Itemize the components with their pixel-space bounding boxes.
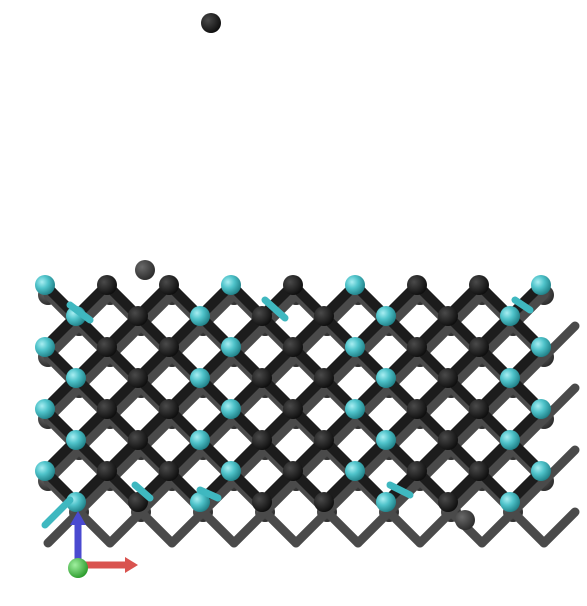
silicon-atom-icon <box>190 492 210 512</box>
silicon-atom-icon <box>190 306 210 326</box>
back-bond <box>136 507 177 548</box>
carbon-atom-icon <box>252 368 272 388</box>
carbon-atom-icon <box>314 306 334 326</box>
back-bond <box>74 507 115 548</box>
back-bond <box>291 507 332 548</box>
back-bond <box>539 507 580 548</box>
silicon-atom-icon <box>500 368 520 388</box>
silicon-atom-icon <box>221 399 241 419</box>
carbon-atom-icon <box>128 492 148 512</box>
back-bond <box>260 507 301 548</box>
silicon-atom-icon <box>35 461 55 481</box>
carbon-atom-icon <box>438 430 458 450</box>
silicon-atom-icon <box>345 337 365 357</box>
silicon-atom-icon <box>345 399 365 419</box>
carbon-atom-icon <box>314 368 334 388</box>
silicon-atom-icon <box>190 430 210 450</box>
carbon-atom-icon <box>159 461 179 481</box>
silicon-bond <box>196 486 222 502</box>
carbon-atom-icon <box>252 430 272 450</box>
back-bond <box>384 507 425 548</box>
carbon-atom-icon <box>407 399 427 419</box>
silicon-atom-icon <box>531 337 551 357</box>
silicon-atom-icon <box>190 368 210 388</box>
carbon-atom-icon <box>159 337 179 357</box>
silicon-atom-icon <box>500 492 520 512</box>
silicon-atom-icon <box>35 275 55 295</box>
carbon-atom-icon <box>407 337 427 357</box>
carbon-atom-icon <box>455 510 475 530</box>
crystal-atoms <box>35 260 551 530</box>
silicon-atom-icon <box>221 275 241 295</box>
silicon-atom-icon <box>345 461 365 481</box>
silicon-atom-icon <box>376 430 396 450</box>
carbon-atom-icon <box>438 492 458 512</box>
carbon-atom-icon <box>135 260 155 280</box>
back-bond <box>167 507 208 548</box>
silicon-atom-icon <box>500 430 520 450</box>
silicon-atom-icon <box>66 368 86 388</box>
carbon-atom-icon <box>97 337 117 357</box>
back-bond <box>322 507 363 548</box>
back-bond <box>105 507 146 548</box>
back-bond <box>353 507 394 548</box>
silicon-atom-icon <box>376 368 396 388</box>
carbon-atom-icon <box>159 399 179 419</box>
silicon-atom-icon <box>376 492 396 512</box>
back-bond <box>508 507 549 548</box>
carbon-atom-icon <box>252 306 272 326</box>
silicon-atom-icon <box>221 461 241 481</box>
silicon-bond <box>66 301 94 324</box>
carbon-atom-icon <box>97 461 117 481</box>
silicon-atom-icon <box>376 306 396 326</box>
carbon-atom-icon <box>283 275 303 295</box>
carbon-atom-icon <box>438 306 458 326</box>
silicon-bond <box>511 296 534 314</box>
silicon-atom-icon <box>221 337 241 357</box>
carbon-atom-icon <box>469 461 489 481</box>
silicon-bond <box>261 296 289 322</box>
carbon-atom-icon <box>314 430 334 450</box>
silicon-bond <box>386 481 414 499</box>
silicon-atom-icon <box>35 337 55 357</box>
silicon-atom-icon <box>35 399 55 419</box>
carbon-atom-icon <box>407 461 427 481</box>
carbon-atom-icon <box>469 275 489 295</box>
carbon-atom-icon <box>438 368 458 388</box>
carbon-atom-icon <box>97 399 117 419</box>
silicon-bond <box>41 496 74 529</box>
silicon-atom-icon <box>66 430 86 450</box>
back-bond <box>415 507 456 548</box>
isolated-atom[interactable] <box>201 13 221 33</box>
silicon-atom-icon <box>500 306 520 326</box>
back-bond <box>477 507 518 548</box>
carbon-atom-icon <box>469 399 489 419</box>
silicon-bond <box>131 481 154 502</box>
carbon-atom-icon <box>283 399 303 419</box>
carbon-atom-icon <box>283 337 303 357</box>
carbon-atom-icon <box>128 368 148 388</box>
carbon-atom-icon <box>283 461 303 481</box>
carbon-atom-icon <box>159 275 179 295</box>
xyz-axes-icon[interactable] <box>68 511 138 578</box>
silicon-atom-icon <box>531 399 551 419</box>
silicon-atom-icon <box>345 275 365 295</box>
carbon-atom-icon <box>128 306 148 326</box>
back-bond <box>198 507 239 548</box>
silicon-atom-icon <box>531 275 551 295</box>
silicon-atom-icon <box>531 461 551 481</box>
carbon-atom-icon <box>252 492 272 512</box>
carbon-atom-icon <box>469 337 489 357</box>
carbon-atom-icon <box>97 275 117 295</box>
back-bond <box>229 507 270 548</box>
carbon-atom-icon <box>128 430 148 450</box>
carbon-atom-icon <box>407 275 427 295</box>
back-bond <box>43 507 84 548</box>
carbon-atom-icon <box>314 492 334 512</box>
